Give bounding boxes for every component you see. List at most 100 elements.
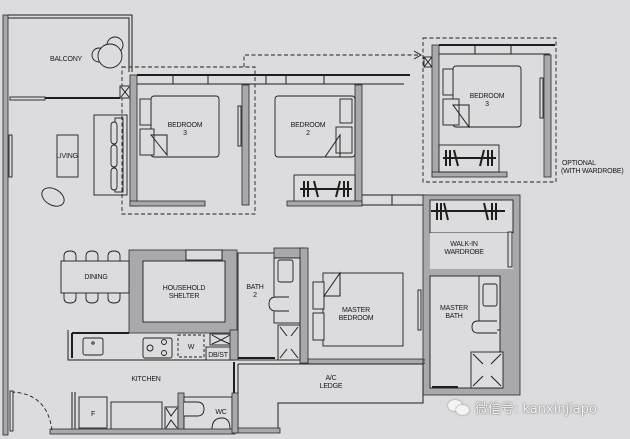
wc-basin-icon [211,417,231,430]
bed-icon [139,95,220,158]
walkin-floor [430,233,513,269]
bedroom3-wall-right [241,84,250,206]
master-bath-label: MASTER [440,305,468,312]
shelter-label: HOUSEHOLD [163,285,206,292]
kitchen-counter-bottom [110,401,163,430]
opt-bedroom-wall-left [431,44,440,178]
bedroom3-dashed-boundary [121,66,256,215]
master-bedroom-label-sub: BEDROOM [339,315,374,322]
vent-cross-icon [211,334,231,345]
walkin-wardrobe-rail [429,199,514,234]
wc-wall-left [177,392,185,431]
sink-drain [91,341,95,345]
bath2-wall-right [299,247,309,364]
dining-label: DINING [84,274,107,281]
opt-bedroom-wall-bottom [431,171,508,178]
opt-bedroom3-label: BEDROOM [470,93,505,100]
corridor-window [362,194,425,206]
shower-icon [277,324,301,361]
sofa-icon [93,114,128,196]
drain-cross-icon [165,407,178,429]
kitchen-counter-top-outline [67,330,236,361]
bed-icon [442,65,522,129]
kitchen-wall-bottom [49,428,236,435]
dining-table-icon [60,250,130,304]
aircon-cross-icon [423,56,433,68]
sink-icon [277,259,294,283]
master-wall [307,358,424,365]
optional-label: OPTIONAL [562,160,596,167]
watermark: 微信号: kanxinjiapo [448,398,597,417]
shower-drain-icon [279,326,299,359]
optional-bedroom-boundary [422,37,557,183]
walkin-label: WALK-IN [450,241,478,248]
ac-ledge-label-sub: LEDGE [320,383,343,390]
ac-ledge-wall [232,427,281,434]
wc-label: WC [215,409,226,416]
watermark-text: 微信号: kanxinjiapo [475,402,597,417]
window-mullions [172,75,325,84]
optional-arrow [243,54,420,67]
exterior-wall-left [2,14,9,436]
bedroom2-wall-bottom [286,200,363,207]
bath2-label: BATH [246,284,263,291]
kitchen-bottom-door-frame [71,392,76,430]
opt-bedroom-wall-right [543,54,552,178]
sink-icon [482,283,498,307]
kitchen-label: KITCHEN [131,376,160,383]
bedroom3-wall-bottom [129,200,206,207]
bed-icon [312,271,404,347]
wardrobe-icon [431,202,505,221]
ac-ledge-label: A/C [325,375,336,382]
shower-drain-icon [472,353,502,387]
bedroom3-door [237,105,242,147]
arrow-head-icon [413,50,423,60]
optional-label-sub: (WITH WARDROBE) [561,168,623,175]
fridge [78,396,108,429]
wardrobe-icon [293,174,356,203]
living-label: LIVING [56,153,78,160]
armchair-icon [41,187,65,207]
db-st-label: DB/ST [208,352,229,359]
wardrobe-icon [438,144,500,173]
bedroom2-label: BEDROOM [291,122,326,129]
bed-icon [274,95,356,158]
shelter-label-sub: SHELTER [169,293,200,300]
shelter-vent [185,249,223,261]
kitchen-wall [229,329,239,361]
entry-door-swing [10,391,53,431]
toilet-icon [268,296,289,312]
balcony-table-icon [91,36,124,69]
bath2-wall [273,247,305,259]
balcony-label: BALCONY [50,56,83,63]
bedroom2-number: 2 [306,130,310,137]
bedroom3-wall-left [129,74,138,207]
walkin-label-sub: WARDROBE [444,249,484,256]
opt-bedroom3-number: 3 [485,101,489,108]
kitchen-sink-icon [82,337,104,356]
coffee-table [56,134,79,178]
washer-label: W [188,344,195,351]
wechat-icon [448,399,470,416]
aircon-cross-icon [120,86,130,98]
stove-icon [142,337,173,359]
balcony-railing [8,14,133,72]
walkin-window [507,231,513,268]
toilet-icon [184,401,205,417]
master-bath-label-sub: BATH [445,313,462,320]
fridge-label: F [91,411,95,418]
balcony-railing-inner [8,17,130,72]
bedroom3-number: 3 [183,130,187,137]
bath2-number: 2 [253,292,257,299]
washer [177,334,205,358]
toilet-icon [471,320,497,334]
entry-door [9,390,14,432]
sliding-door-panel [9,96,46,101]
opt-bedroom-door [539,77,544,119]
ac-ledge-outline [238,363,424,432]
bedroom2-wall-right [354,84,363,206]
living-window [8,134,13,178]
wc-wall-right [231,392,239,434]
master-bedroom-door [417,289,422,331]
